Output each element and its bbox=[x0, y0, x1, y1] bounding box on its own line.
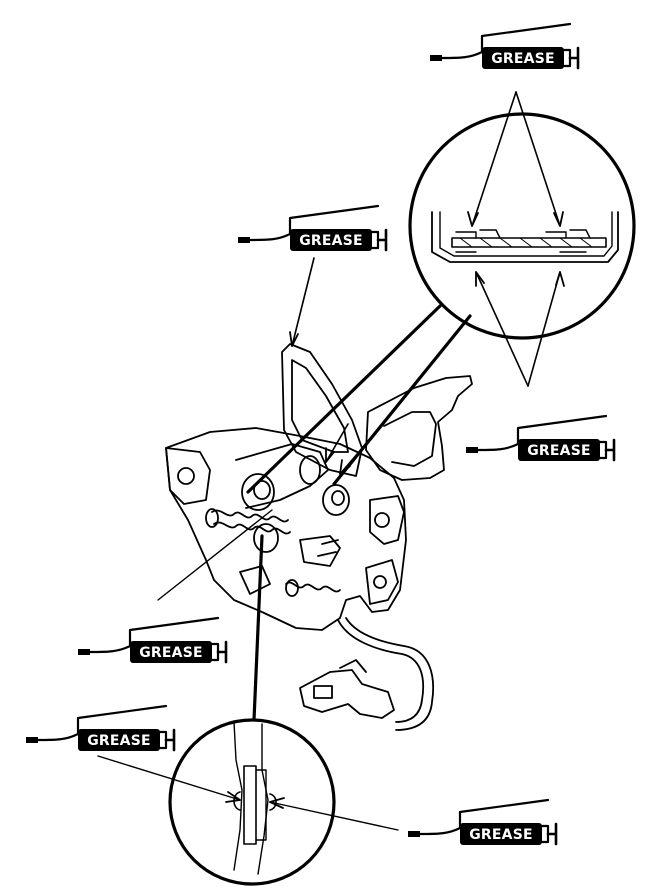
magnified-detail-top bbox=[408, 112, 636, 340]
grease-symbol-top: GREASE bbox=[428, 22, 580, 71]
grease-label: GREASE bbox=[139, 645, 203, 661]
grease-label: GREASE bbox=[299, 233, 363, 249]
grease-symbol-bottom-right: GREASE bbox=[406, 798, 558, 847]
grease-label: GREASE bbox=[527, 443, 591, 459]
grease-symbol-lower-left: GREASE bbox=[24, 704, 176, 753]
grease-label: GREASE bbox=[87, 733, 151, 749]
grease-label: GREASE bbox=[491, 51, 555, 67]
magnified-detail-bottom bbox=[168, 718, 336, 886]
grease-symbol-upper-left: GREASE bbox=[236, 204, 388, 253]
grease-symbol-right: GREASE bbox=[464, 414, 616, 463]
leader-lines bbox=[97, 91, 565, 831]
grease-symbol-middle-left: GREASE bbox=[76, 616, 228, 665]
hood-latch-assembly bbox=[165, 343, 473, 731]
grease-label: GREASE bbox=[469, 827, 533, 843]
